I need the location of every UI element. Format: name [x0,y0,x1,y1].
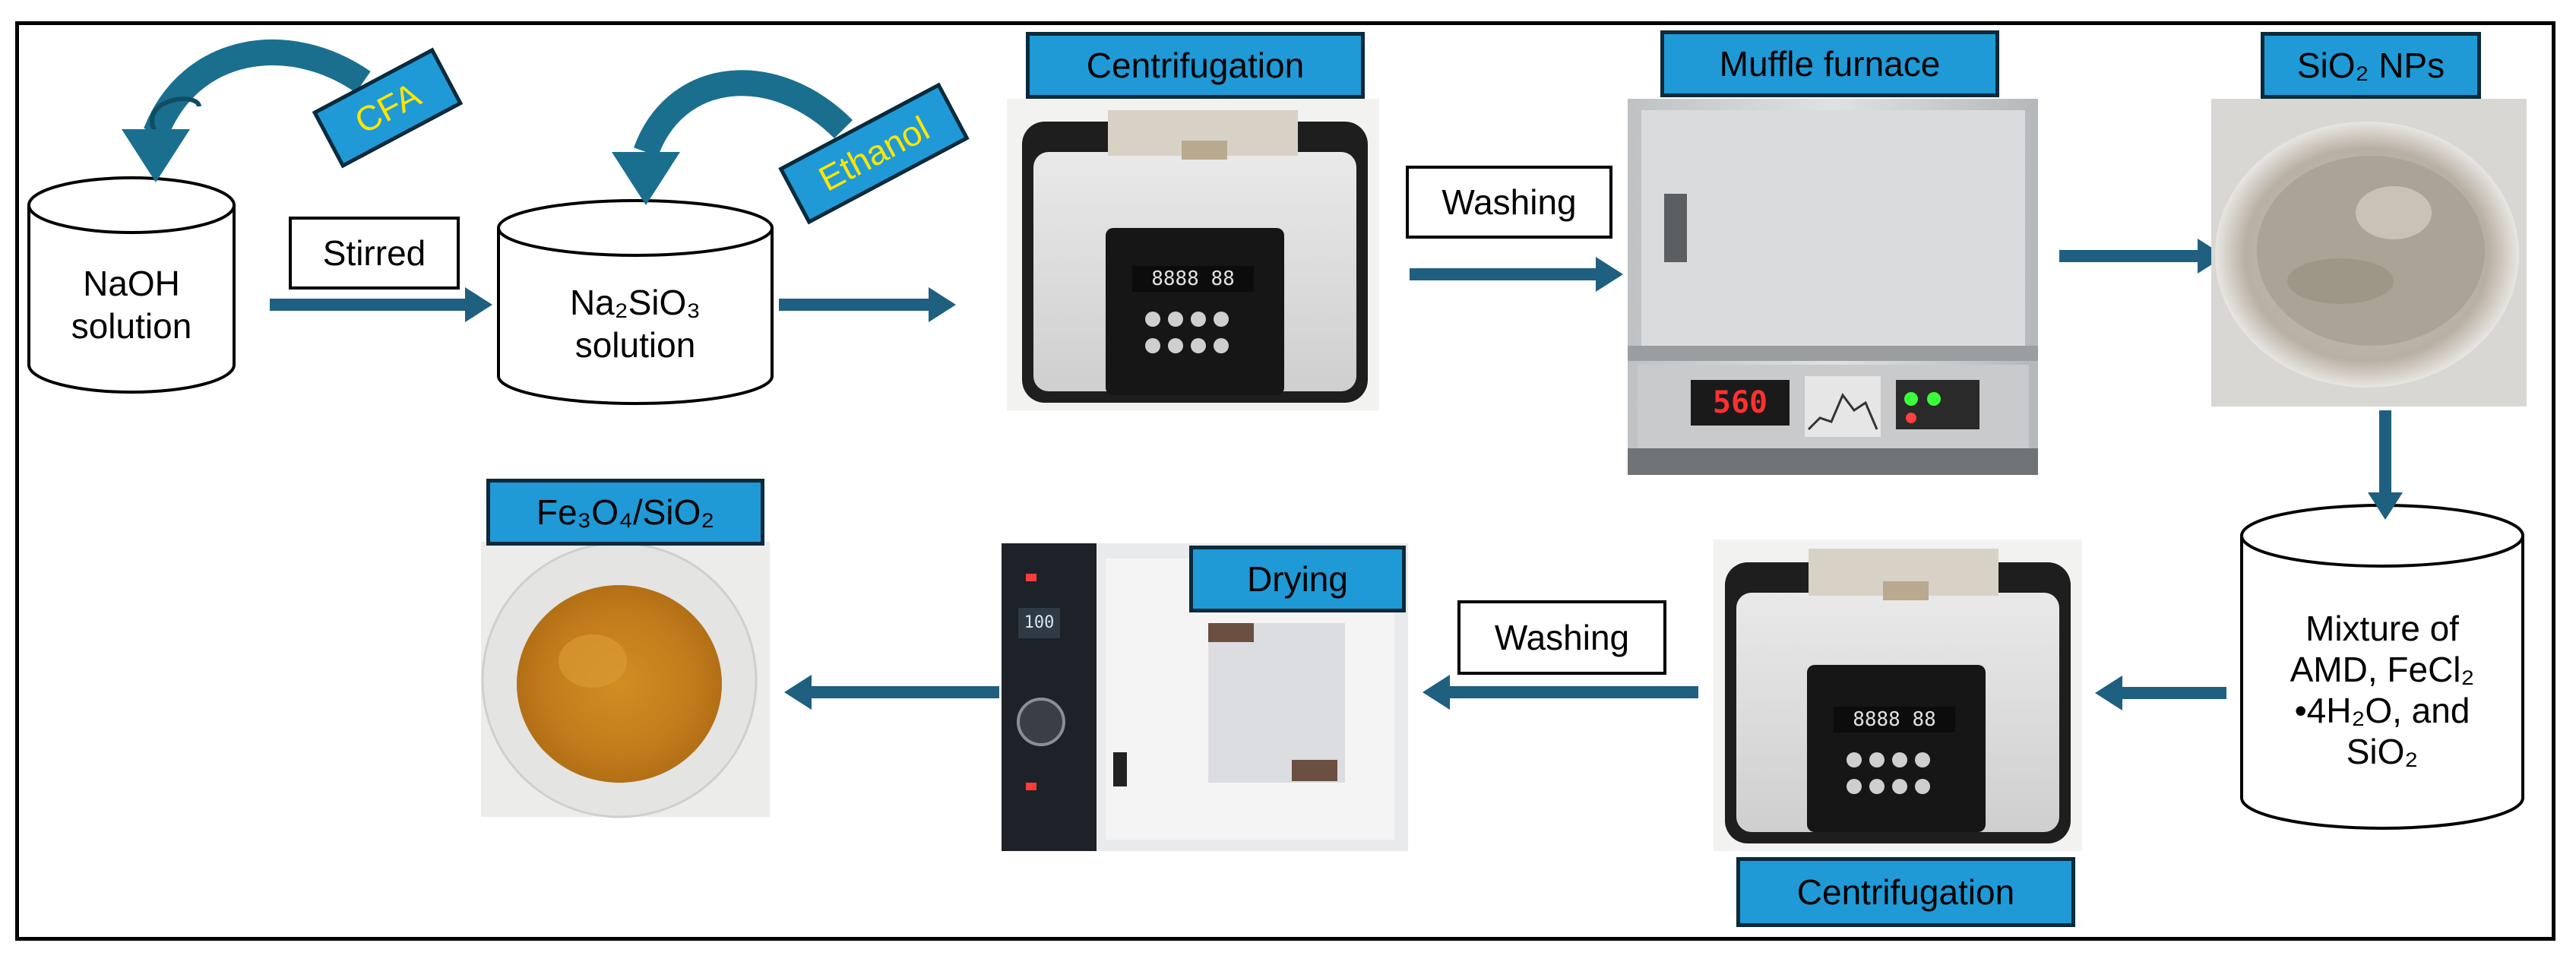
muffle-furnace-label: Muffle furnace [1660,30,1999,97]
washing-step-bottom: Washing [1457,600,1666,675]
cylinder-text-line: Mixture of [2305,609,2459,648]
washing-step-top: Washing [1406,166,1612,239]
mixture-label: Mixture of AMD, FeCl₂ •4H₂O, and SiO₂ [2249,608,2515,772]
centrifuge-readout: 8888 88 [1151,267,1235,290]
naoh-cylinder [27,176,236,394]
right-arrow-icon [2059,239,2225,274]
oven-readout: 100 [1024,613,1055,632]
stirred-step: Stirred [289,217,460,290]
cylinder-text-line: Na₂SiO₃ [569,283,701,322]
drying-label: Drying [1189,546,1406,612]
cylinder-text-line: AMD, FeCl₂ [2290,650,2475,689]
centrifugation-label-top: Centrifugation [1026,32,1365,99]
sio2-powder-photo [2211,99,2527,407]
cylinder-text-line: solution [574,325,696,365]
cylinder-text-line: solution [71,306,192,346]
fe3o4-sio2-label: Fe₃O₄/SiO₂ [486,479,764,546]
right-arrow-icon [270,287,492,322]
cylinder-text-line: SiO₂ [2346,732,2419,771]
centrifuge-photo [1714,540,2082,851]
na2sio3-solution-label: Na₂SiO₃ solution [506,281,764,366]
left-arrow-icon [1422,675,1698,710]
centrifugation-label-bottom: Centrifugation [1736,857,2075,927]
diagram-frame [15,21,2555,941]
curved-arrow-icon [122,40,371,182]
cylinder-text-line: •4H₂O, and [2294,691,2470,730]
fe3o4-sio2-powder-photo [481,542,770,818]
muffle-furnace-photo [1628,99,2038,475]
na2sio3-cylinder [497,199,774,405]
left-arrow-icon [2095,676,2226,710]
right-arrow-icon [779,287,956,322]
centrifuge-readout: 8888 88 [1853,708,1936,731]
right-arrow-icon [1410,257,1623,292]
down-arrow-icon [2368,410,2403,520]
centrifuge-photo [1007,99,1379,410]
furnace-temperature-display: 560 [1712,385,1768,420]
mixture-cylinder [2240,504,2524,830]
left-arrow-icon [784,675,999,710]
naoh-solution-label: NaOH solution [36,262,226,347]
curved-arrow-icon [612,70,853,205]
cylinder-text-line: NaOH [83,264,180,303]
sio2-nps-label: SiO₂ NPs [2261,32,2481,99]
